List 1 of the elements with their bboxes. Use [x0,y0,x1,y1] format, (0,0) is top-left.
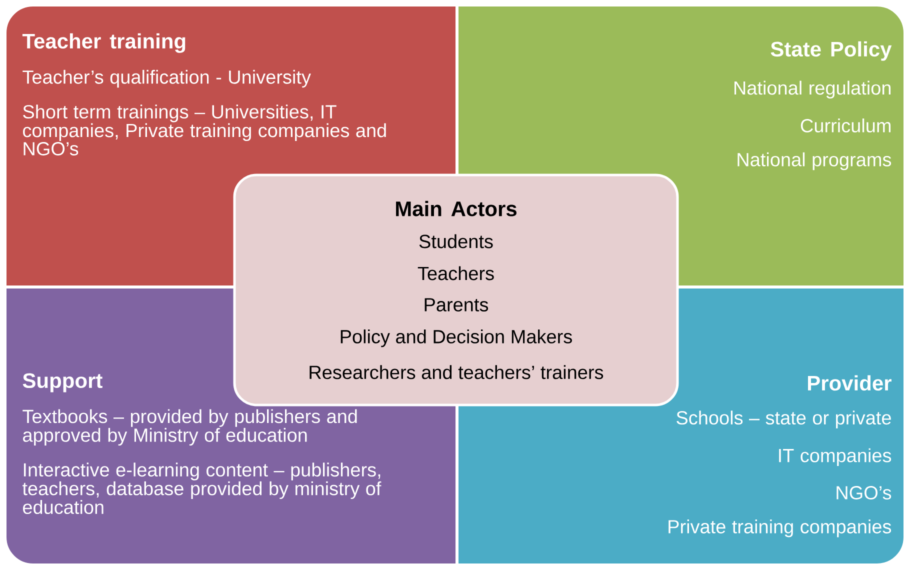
center-box: Main Actors Students Teachers Parents Policy and Decision Makers Researchers and teachers’ trainers [233,174,679,406]
